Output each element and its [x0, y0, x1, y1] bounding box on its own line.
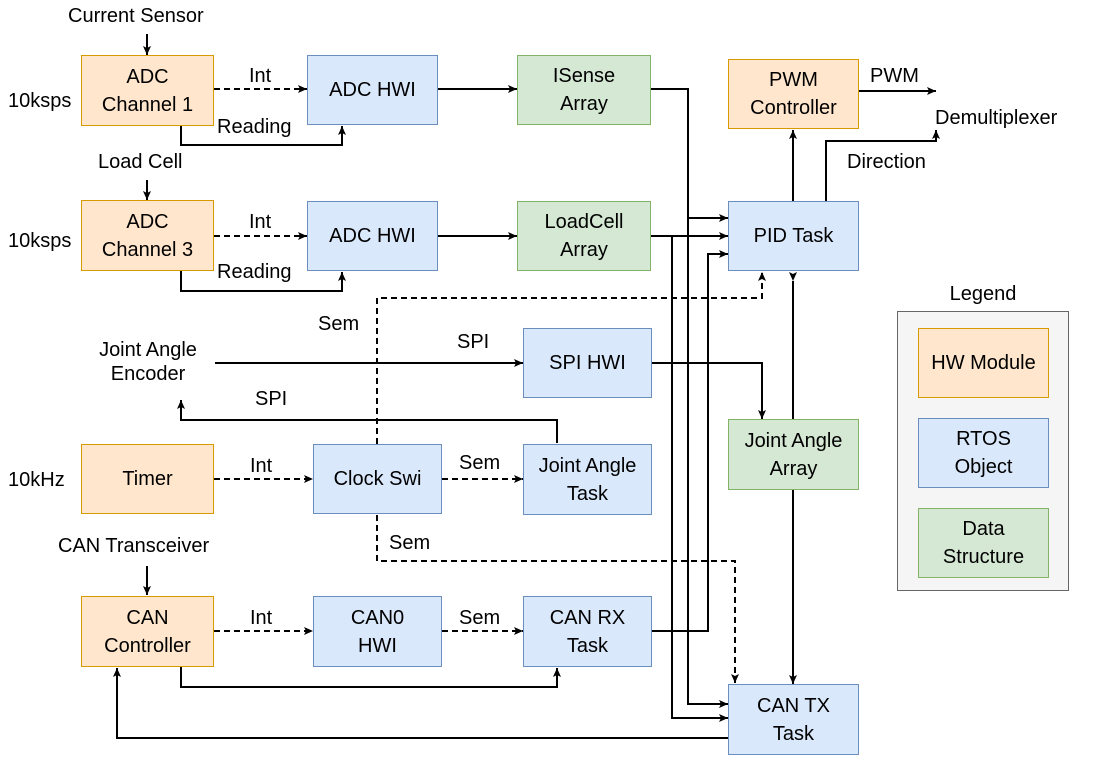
pwm-label: PWM — [870, 65, 919, 87]
canctrl-to-canrx-arrow — [180, 667, 561, 688]
sem-joint-label: Sem — [459, 452, 501, 474]
sem-pid-label: Sem — [318, 313, 360, 335]
pwm-controller: PWM Controller — [728, 59, 859, 129]
adc1-rate-label: 10ksps — [8, 90, 72, 112]
canrx-to-pid-arrow — [652, 250, 728, 632]
cantx-to-canctrl-arrow — [113, 668, 728, 739]
legend-rtos-object: RTOS Object — [918, 418, 1049, 488]
demultiplexer-label: Demultiplexer — [935, 107, 1058, 129]
adc3-reading-label: Reading — [217, 261, 292, 283]
pid-direction-arrow — [825, 130, 940, 201]
pid-task: PID Task — [728, 201, 859, 271]
jointtask-to-encoder-arrow — [177, 400, 558, 443]
clockswi-sem-cantx-arrow — [376, 515, 739, 683]
can-controller: CAN Controller — [81, 596, 214, 667]
adc3-rate-label: 10ksps — [8, 230, 72, 252]
adc3-reading-arrow — [180, 271, 346, 292]
joint-angle-encoder-label: Joint Angle Encoder — [99, 339, 197, 385]
joint-angle-array: Joint Angle Array — [728, 419, 859, 490]
loadcell-array: LoadCell Array — [517, 201, 651, 271]
adc1-int-label: Int — [249, 65, 272, 87]
sem-cantx-label: Sem — [389, 532, 431, 554]
can-transceiver-label: CAN Transceiver — [58, 535, 210, 557]
adc-hwi-3: ADC HWI — [307, 201, 438, 271]
adc-channel-1: ADC Channel 1 — [81, 55, 214, 126]
clockswi-sem-pid-arrow — [376, 272, 766, 444]
timer: Timer — [81, 444, 214, 514]
can-int-label: Int — [250, 607, 273, 629]
adc-channel-3: ADC Channel 3 — [81, 200, 214, 271]
spi-in-label: SPI — [457, 331, 490, 353]
clock-swi: Clock Swi — [313, 444, 442, 514]
spi-out-label: SPI — [255, 388, 288, 410]
loadcell-to-cantx-arrow — [671, 236, 728, 722]
joint-angle-task: Joint Angle Task — [523, 444, 652, 515]
legend-hw-module: HW Module — [918, 328, 1049, 398]
isense-to-cantx-arrow — [687, 218, 728, 708]
adc1-reading-arrow — [180, 125, 346, 146]
load-cell-label: Load Cell — [98, 151, 183, 173]
sem-can-label: Sem — [459, 607, 501, 629]
can-rx-task: CAN RX Task — [523, 596, 652, 667]
isense-to-pid-arrow — [651, 88, 728, 222]
isense-array: ISense Array — [517, 55, 651, 125]
adc1-reading-label: Reading — [217, 116, 292, 138]
timer-rate-label: 10kHz — [8, 469, 65, 491]
timer-int-label: Int — [250, 455, 273, 477]
can-tx-task: CAN TX Task — [728, 684, 859, 755]
adc3-int-label: Int — [249, 211, 272, 233]
current-sensor-label: Current Sensor — [68, 5, 204, 27]
can0-hwi: CAN0 HWI — [313, 596, 442, 667]
spi-hwi: SPI HWI — [523, 328, 652, 398]
legend-data-structure: Data Structure — [918, 508, 1049, 578]
direction-label: Direction — [847, 151, 926, 173]
adc-hwi-1: ADC HWI — [307, 55, 438, 125]
legend-title: Legend — [949, 283, 1017, 305]
